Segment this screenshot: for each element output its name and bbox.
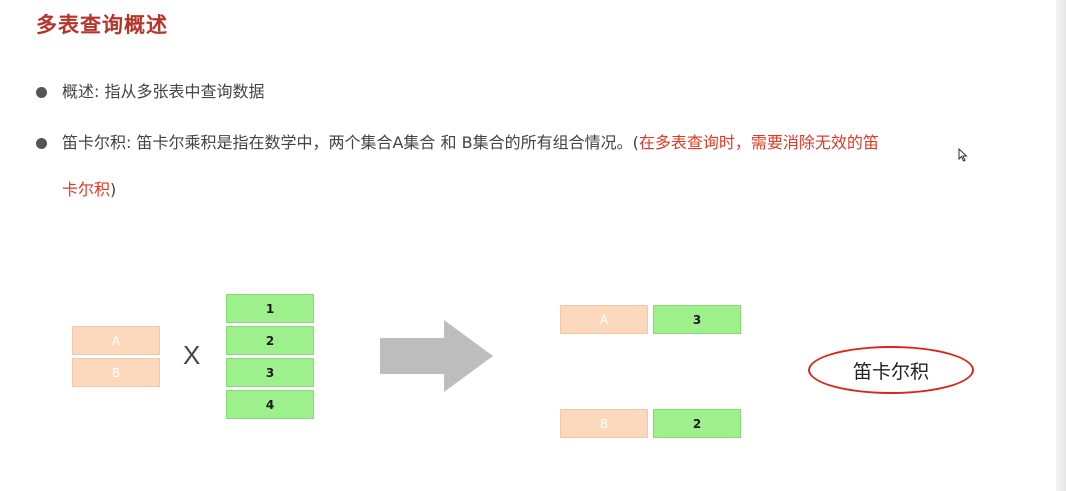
result-left-item: A [560,305,648,334]
cartesian-highlight-line2: 卡尔积 [62,180,111,199]
cartesian-definition: 笛卡尔积: 笛卡尔乘积是指在数学中，两个集合A集合 和 B集合的所有组合情况。( [62,133,639,152]
mouse-cursor-icon [958,148,968,162]
multiply-sign: X [183,340,201,370]
set-b-item: 4 [226,390,314,419]
result-right-item: 2 [653,409,741,438]
set-a-item: B [72,358,160,387]
cartesian-highlight-line1: 在多表查询时，需要消除无效的笛 [638,133,879,152]
right-arrow-icon [380,320,493,392]
bullet-dot [36,138,47,149]
bullet-overview-text: 概述: 指从多张表中查询数据 [62,82,265,101]
set-a-item: A [72,326,160,355]
result-right-item: 3 [653,305,741,334]
right-edge-strip [1056,0,1066,491]
close-paren: ) [110,180,117,199]
result-left-item: B [560,409,648,438]
bullet-dot [36,87,47,98]
cartesian-product-label: 笛卡尔积 [808,346,974,394]
set-b-item: 3 [226,358,314,387]
page-title: 多表查询概述 [36,13,168,37]
bullet-cartesian-text: 笛卡尔积: 笛卡尔乘积是指在数学中，两个集合A集合 和 B集合的所有组合情况。(… [62,133,879,153]
bullet-cartesian-text-continued: 卡尔积) [62,180,116,200]
set-b-item: 2 [226,326,314,355]
set-b-item: 1 [226,294,314,323]
